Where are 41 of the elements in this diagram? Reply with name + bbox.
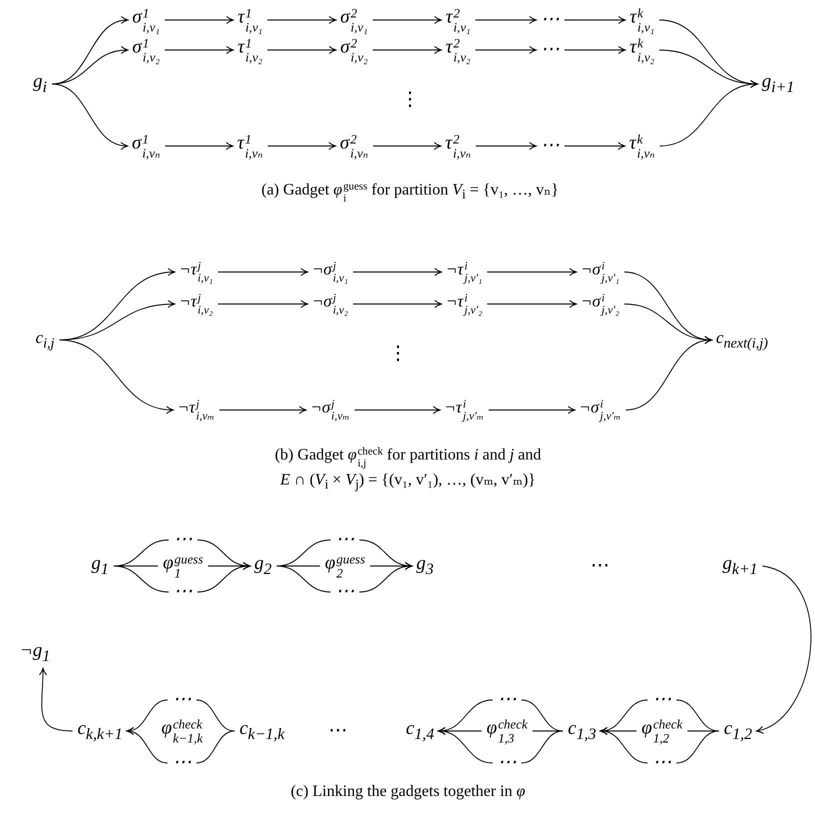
math-term: ⋯ (172, 581, 194, 603)
vertical-ellipsis: ⋮ (388, 344, 408, 364)
math-term: ⋯ (540, 39, 560, 61)
connector-line (676, 730, 720, 764)
ellipsis: ⋯ (590, 556, 610, 576)
connector-line (687, 730, 720, 732)
connector-line (276, 566, 331, 592)
math-term: ⋯ (652, 752, 672, 774)
math-term: g$_{i+1}$ (760, 71, 796, 97)
caption: (c) Linking the gadgets together in φ (290, 783, 526, 801)
math-term: ⋯ (172, 752, 192, 774)
math-term: g$_{2}$ (253, 553, 273, 579)
connector-line (532, 730, 564, 732)
math-term: c$_{1,3}$ (566, 718, 598, 744)
math-term: ⋯ (334, 529, 356, 551)
vertical-ellipsis: ⋮ (400, 90, 420, 110)
connector-line (521, 730, 564, 764)
math-term: c$_{k,k+1}$ (76, 718, 124, 744)
math-term: c$_{1,2}$ (722, 718, 754, 744)
connector-line (196, 730, 235, 764)
math-term: ⋯ (540, 135, 560, 157)
math-term: ⋯ (172, 529, 194, 551)
math-term: ⋯ (172, 689, 192, 711)
math-term: g$_{i}$ (32, 71, 48, 97)
math-term: ⋯ (496, 689, 518, 711)
math-term: c$_{next(i,j)}$ (715, 328, 769, 352)
math-term: g$_{1}$ (90, 553, 110, 579)
math-term: g$_{k+1}$ (721, 553, 759, 579)
caption: E ∩ (V$_{i}$ × V$_{j}$) = {(v₁, v′₁), …, (vₘ, v′ₘ)} (280, 470, 536, 493)
math-term: g$_{3}$ (415, 553, 435, 579)
math-term: c$_{k−1,k}$ (238, 718, 286, 744)
math-term: ⋯ (334, 581, 356, 603)
math-term: c$_{1,4}$ (404, 718, 436, 744)
connector-line (113, 566, 169, 592)
math-term: ⋯ (540, 9, 560, 31)
math-term: ⋯ (496, 752, 518, 774)
math-term: ¬g$_{1}$ (18, 640, 52, 666)
math-term: ⋯ (652, 689, 672, 711)
connector-line (196, 700, 235, 732)
math-term: c$_{i,j}$ (34, 328, 56, 352)
ellipsis: ⋯ (328, 722, 348, 740)
